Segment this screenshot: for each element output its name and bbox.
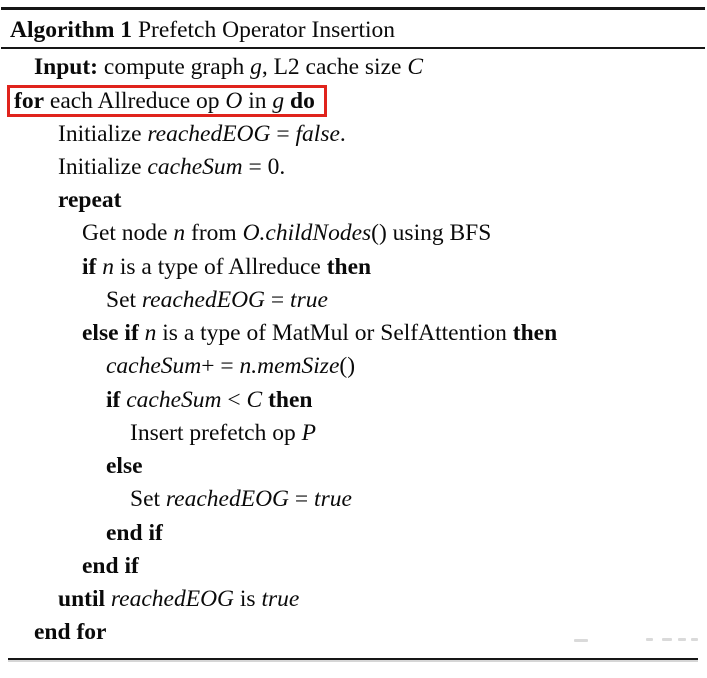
header-rule xyxy=(1,47,705,49)
algo-text-segment: = xyxy=(265,286,291,313)
algo-text-segment: C xyxy=(407,54,424,80)
algo-text-segment: true xyxy=(314,486,352,513)
algo-text-segment: reachedEOG xyxy=(110,586,235,612)
algo-text-segment: in xyxy=(242,87,273,114)
algo-text-segment: reachedEOG xyxy=(147,120,271,147)
algo-text-segment: Set xyxy=(106,286,142,313)
watermark-smudge xyxy=(691,638,698,641)
algo-text-segment: C xyxy=(246,386,263,413)
algo-line: if cacheSum < C then xyxy=(0,384,707,417)
bottom-rule xyxy=(8,658,698,660)
algo-text-segment: reachedEOG xyxy=(141,286,266,313)
algo-line: Initialize reachedEOG = false. xyxy=(0,118,707,151)
algo-text-segment: g xyxy=(272,87,285,114)
algo-line: else xyxy=(0,450,707,483)
algo-text-segment: Initialize xyxy=(58,120,148,147)
algo-text-segment: cacheSum xyxy=(106,353,202,380)
algo-text-segment: . xyxy=(339,120,346,147)
algo-text-segment: if xyxy=(82,253,97,280)
algo-line: Get node n from O.childNodes() using BFS xyxy=(0,217,707,250)
algo-text-segment: else if xyxy=(82,320,139,346)
algo-text-segment: Input: xyxy=(34,54,99,80)
algo-text-segment: O.childNodes xyxy=(242,220,372,247)
algo-line: if n is a type of Allreduce then xyxy=(0,251,707,284)
algo-text-segment: n xyxy=(102,253,114,280)
algo-text-segment: repeat xyxy=(58,187,122,213)
algo-text-segment: + = xyxy=(201,353,240,380)
algo-text-segment: end if xyxy=(106,519,163,546)
algo-text-segment: end if xyxy=(82,552,139,579)
algo-line: Initialize cacheSum = 0. xyxy=(0,151,707,184)
algo-text-segment: else xyxy=(106,453,143,479)
algo-text-segment: for xyxy=(14,87,45,114)
algo-line: else if n is a type of MatMul or SelfAtt… xyxy=(0,317,707,350)
algorithm-title: Prefetch Operator Insertion xyxy=(132,17,396,43)
algo-text-segment: = 0. xyxy=(242,153,286,180)
watermark xyxy=(574,636,699,644)
algo-text-segment: each Allreduce op xyxy=(44,87,226,114)
algo-text-segment: is a type of MatMul or SelfAttention xyxy=(156,320,513,346)
algo-text-segment: is xyxy=(234,586,262,612)
algo-text-segment: P xyxy=(301,419,316,446)
algo-text-segment: < xyxy=(221,386,247,413)
algo-text-segment: end for xyxy=(34,619,107,646)
algo-text-segment: () using BFS xyxy=(371,220,492,247)
watermark-smudge xyxy=(574,639,588,642)
algo-line: for each Allreduce op O in g do xyxy=(0,84,707,118)
algo-text-segment: true xyxy=(261,586,300,612)
algo-text-segment: Get node xyxy=(82,220,174,247)
algo-line: Input: compute graph g, L2 cache size C xyxy=(0,51,707,84)
algo-text-segment: reachedEOG xyxy=(165,486,290,513)
algo-text-segment: O xyxy=(225,87,243,114)
algo-text-segment: cacheSum xyxy=(147,153,243,180)
algo-line: repeat xyxy=(0,184,707,217)
algo-text-segment: then xyxy=(326,253,372,280)
algo-line: end for xyxy=(0,616,707,649)
algo-text-segment: from xyxy=(185,220,243,247)
algo-text-segment: is a type of Allreduce xyxy=(113,253,327,280)
algo-text-segment: () xyxy=(339,353,356,380)
algo-text-segment: g xyxy=(250,54,262,80)
highlight-box: for each Allreduce op O in g do xyxy=(7,84,327,118)
algo-line: Set reachedEOG = true xyxy=(0,483,707,516)
watermark-smudge xyxy=(678,638,686,641)
algo-line: Insert prefetch op P xyxy=(0,417,707,450)
algo-text-segment: cacheSum xyxy=(126,386,222,413)
algo-line: Set reachedEOG = true xyxy=(0,284,707,317)
algo-text-segment: Insert prefetch op xyxy=(130,419,302,446)
algo-line: end if xyxy=(0,517,707,550)
algo-line: until reachedEOG is true xyxy=(0,583,707,616)
algo-text-segment: n xyxy=(144,320,157,346)
algo-text-segment: = xyxy=(270,120,296,147)
algo-text-segment: until xyxy=(58,586,106,612)
algo-text-segment: = xyxy=(289,486,315,513)
watermark-smudge xyxy=(646,638,653,641)
watermark-smudge xyxy=(662,638,672,641)
algo-text-segment: do xyxy=(290,87,315,114)
algo-text-segment: then xyxy=(268,386,313,413)
algo-text-segment: n.memSize xyxy=(239,353,340,380)
algo-line: cacheSum+ = n.memSize() xyxy=(0,350,707,383)
top-rule xyxy=(1,7,705,10)
algorithm-header: Algorithm 1 Prefetch Operator Insertion xyxy=(10,13,395,47)
algo-text-segment: Set xyxy=(130,486,166,513)
algo-text-segment: Initialize xyxy=(58,153,148,180)
algo-text-segment: if xyxy=(106,386,121,413)
algo-text-segment: n xyxy=(173,220,186,247)
algo-text-segment: true xyxy=(290,286,328,313)
algo-text-segment: then xyxy=(512,320,558,346)
algo-text-segment: compute graph xyxy=(98,54,251,80)
algo-line: end if xyxy=(0,550,707,583)
algo-text-segment: false xyxy=(295,120,340,147)
algorithm-label: Algorithm 1 xyxy=(10,17,133,43)
algo-text-segment: , L2 cache size xyxy=(261,54,408,80)
